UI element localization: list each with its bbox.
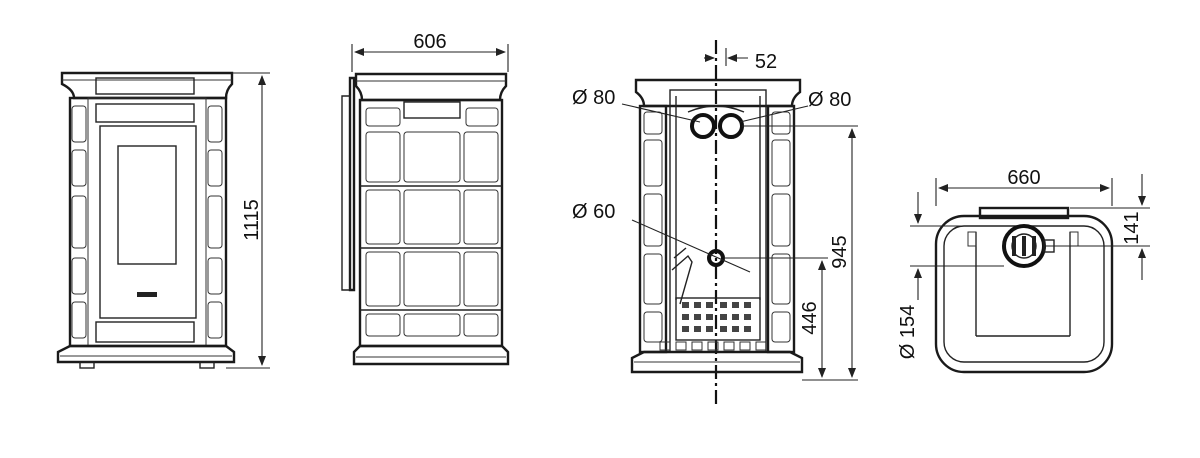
front-height-label: 1115 xyxy=(241,199,263,241)
rear-height-upper-label: 945 xyxy=(829,235,851,268)
rear-height-lower-label: 446 xyxy=(799,301,821,334)
rear-inlet-label: Ø 60 xyxy=(572,201,615,223)
rear-pipe-right-label: Ø 80 xyxy=(808,89,851,111)
top-depth-back-label: 141 xyxy=(1121,211,1143,244)
top-view: 660 141 Ø 154 xyxy=(897,167,1150,374)
top-pipe-label: Ø 154 xyxy=(897,305,919,359)
rear-view: 52 xyxy=(572,40,858,404)
top-width-label: 660 xyxy=(1007,167,1040,189)
front-view: 1115 xyxy=(56,71,270,369)
rear-offset-label: 52 xyxy=(755,51,777,73)
rear-pipe-left-label: Ø 80 xyxy=(572,87,615,109)
side-width-label: 606 xyxy=(413,31,446,53)
side-view: 606 xyxy=(341,31,510,366)
